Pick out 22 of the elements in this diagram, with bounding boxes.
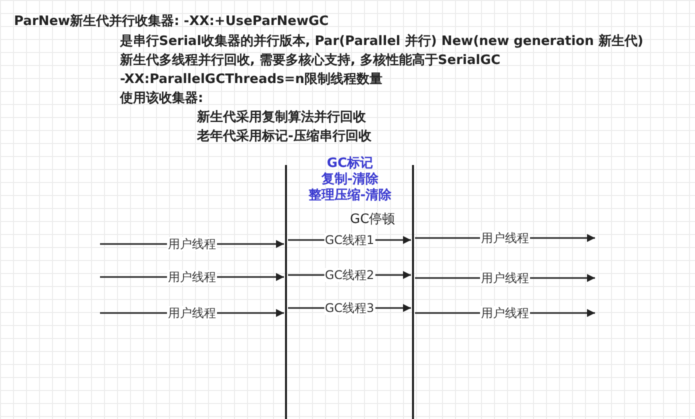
pause-label: GC停顿	[350, 212, 396, 228]
phase-text: 复制-清除	[321, 172, 379, 188]
heading: ParNew新生代并行收集器: -XX:+UseParNewGC	[14, 14, 329, 30]
phase-text: GC标记	[326, 156, 374, 172]
edge-label: GC线程1	[324, 233, 376, 247]
edge-label: 用户线程	[480, 271, 530, 285]
description-text: 新生代采用复制算法并行回收	[197, 110, 366, 126]
timeline-bar	[285, 165, 287, 419]
timeline-bar	[412, 165, 414, 419]
edge-label: 用户线程	[167, 237, 217, 251]
edge-label: 用户线程	[480, 306, 530, 320]
edge-label: GC线程2	[324, 268, 376, 282]
description-text: 使用该收集器:	[120, 91, 204, 107]
description-text: 是串行Serial收集器的并行版本, Par(Parallel 并行) New(new generation 新生代)	[120, 34, 644, 50]
edge-label: GC线程3	[324, 301, 376, 315]
edge-label: 用户线程	[167, 306, 217, 320]
phase-text: 整理压缩-清除	[308, 188, 392, 204]
description-text: -XX:ParallelGCThreads=n限制线程数量	[120, 72, 382, 88]
description-text: 新生代多线程并行回收, 需要多核心支持, 多核性能高于SerialGC	[120, 53, 500, 69]
edge-label: 用户线程	[480, 231, 530, 245]
edge-label: 用户线程	[167, 270, 217, 284]
description-text: 老年代采用标记-压缩串行回收	[197, 129, 372, 145]
